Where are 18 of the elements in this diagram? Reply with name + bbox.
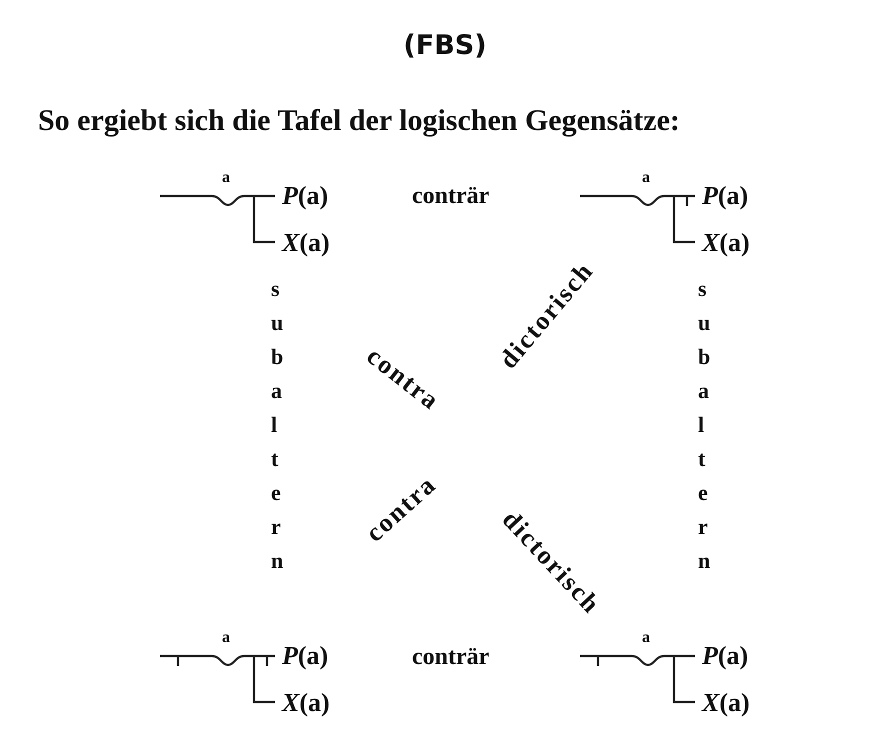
formula-text: P(a) <box>282 183 328 209</box>
relation-label: subaltern <box>698 275 720 575</box>
bound-variable: a <box>222 170 230 186</box>
relation-label: conträr <box>412 644 490 671</box>
bound-variable: a <box>642 170 650 186</box>
formula-text: P(a) <box>702 183 748 209</box>
formula-text: X(a) <box>282 230 330 256</box>
formula-text: X(a) <box>702 230 750 256</box>
heading-sentence: So ergiebt sich die Tafel der logischen Gegensätze: <box>38 104 680 138</box>
formula-text: X(a) <box>702 690 750 716</box>
title: (FBS) <box>402 30 488 61</box>
formula-text: P(a) <box>702 643 748 669</box>
relation-label: subaltern <box>271 275 293 575</box>
bound-variable: a <box>222 630 230 646</box>
formula-text: X(a) <box>282 690 330 716</box>
relation-label: conträr <box>412 183 490 210</box>
bound-variable: a <box>642 630 650 646</box>
formula-text: P(a) <box>282 643 328 669</box>
